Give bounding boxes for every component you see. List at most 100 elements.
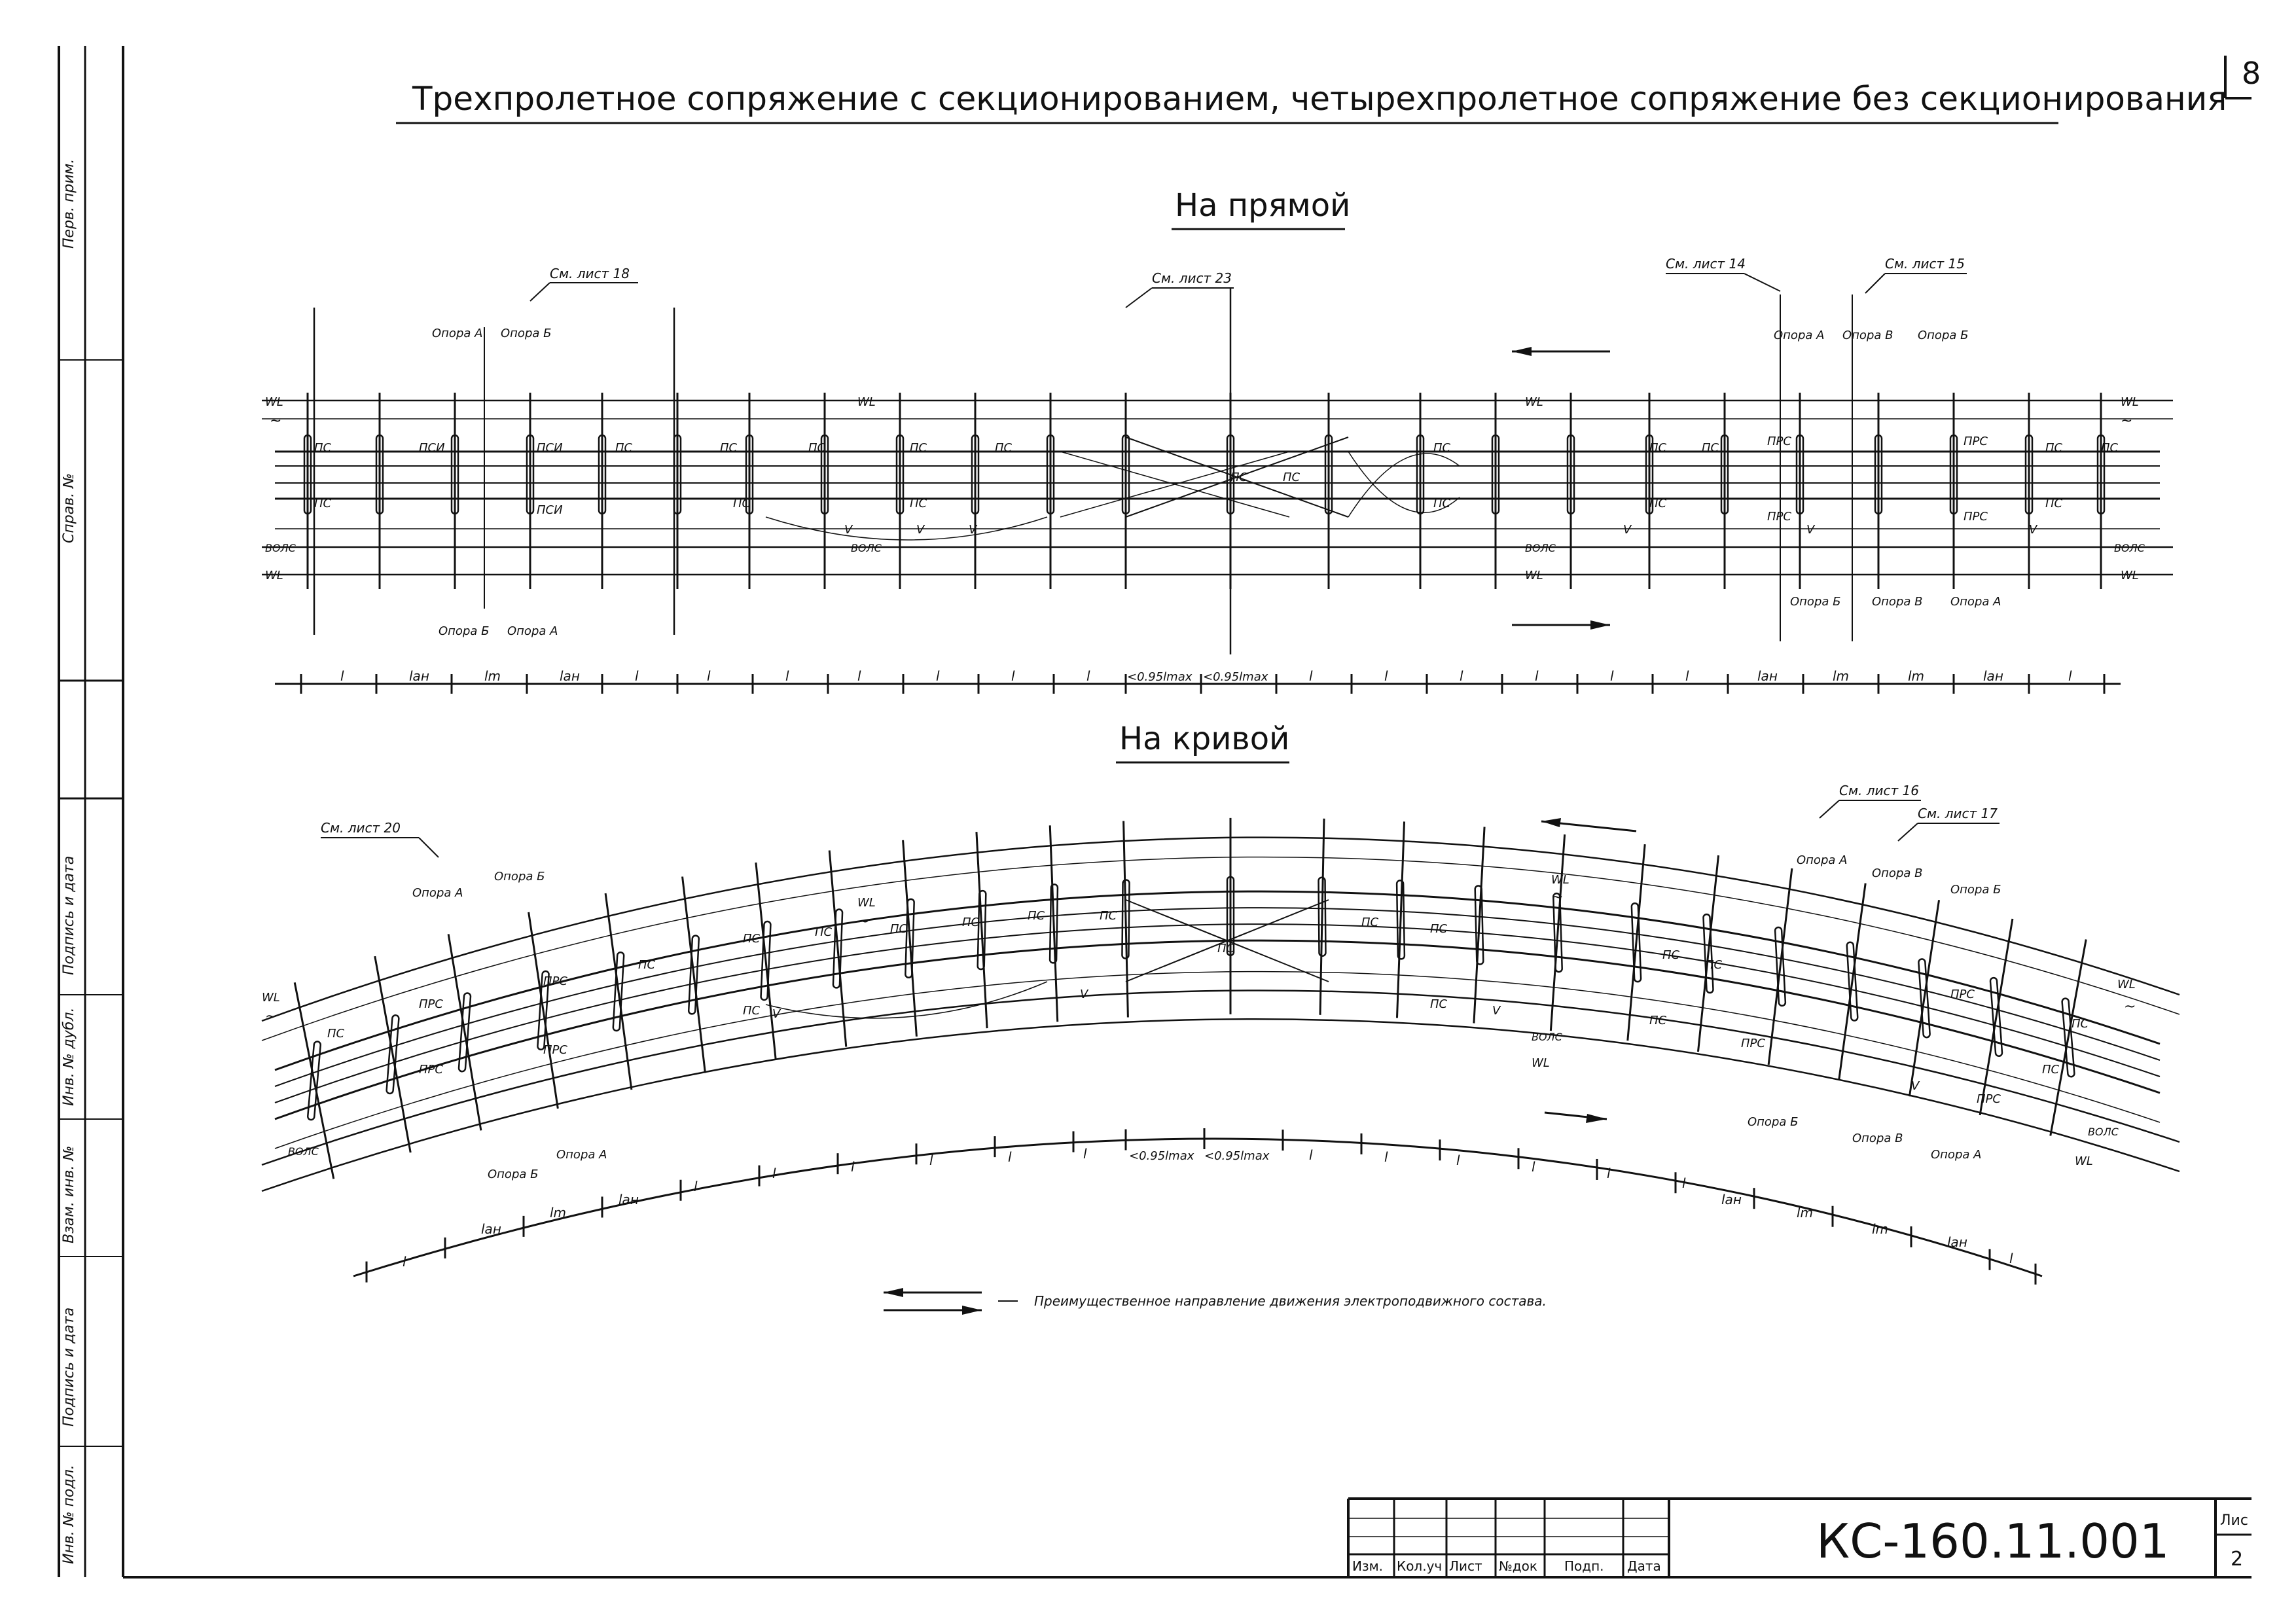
ps-label: ПС [1649,497,1667,510]
ps-label: ПС [327,1027,345,1041]
insulator [1474,885,1484,965]
ps-label: ПС [910,441,927,455]
prs-label: ПРС [543,1043,567,1057]
curve-ps-labels: ПС ПРС ПРС ПРС ПРС ПС ПС ПС ПС ПС ПС ПС … [327,909,2089,1106]
insulator [1395,880,1406,960]
insulator [386,1014,400,1095]
pole [293,982,335,1179]
dim-l: l [1532,1159,1535,1175]
pole [975,832,988,1029]
tb-ndok: №док [1499,1558,1537,1574]
pole [1979,918,2014,1116]
insulator [895,434,905,515]
straight-tilde-right: ~ [2121,413,2132,429]
insulator [1949,434,1958,515]
insulator [1874,434,1883,515]
insulator [1702,913,1714,994]
curve-wl-right: WL [2117,978,2136,991]
pole [1049,825,1059,1022]
dim-lm: lm [550,1205,566,1221]
curve-section: На кривой См. лист 20 См. лист 16 См. ли… [261,721,2180,1285]
insulator [977,889,987,971]
straight-wl-left-bottom: WL [265,569,283,582]
tb-list: Лист [1449,1558,1482,1574]
legend-text: Преимущественное направление движения эл… [1034,1293,1547,1309]
straight-heading: На прямой [1175,187,1350,224]
insulator [1121,434,1130,515]
ps-label: ПС [2072,1017,2089,1031]
prs-label: ПРС [1964,510,1988,524]
ps-label: ПС [1702,441,1719,455]
curve-vols-left: ВОЛС [288,1145,319,1158]
insulator [905,898,915,979]
curve-ref-20: См. лист 20 [321,820,401,836]
tb-podp: Подп. [1564,1558,1604,1574]
ps-label: ПС [1433,441,1451,455]
ps-label: ПС [2101,441,2119,455]
straight-ref-23: См. лист 23 [1152,270,1232,286]
pole [1838,883,1867,1080]
straight-wl-mid: WL [857,395,876,409]
insulator [1121,879,1130,959]
dim-l: l [1008,1149,1012,1165]
v-label: V [1623,523,1632,537]
dim-l: l [1384,668,1388,684]
insulator [303,434,312,515]
straight-arrow-left [1512,347,1610,356]
ps-label: ПС [743,932,761,946]
straight-vols-left: ВОЛС [265,542,296,554]
dim-l: l [785,668,789,684]
insulator [1049,883,1059,964]
curve-insulators [306,876,2075,1121]
curve-r-opora-b-top: Опора Б [1950,883,2001,897]
curve-r-opora-v-top: Опора В [1872,866,1922,880]
curve-opora-a-top: Опора А [412,886,463,900]
curve-arrow-left [1541,818,1637,832]
insulator [1846,941,1859,1022]
prs-label: ПРС [1767,510,1791,524]
legend: Преимущественное направление движения эл… [884,1288,1547,1315]
curve-vols-mid: ВОЛС [1532,1031,1563,1043]
ps-label: ПС [1230,471,1248,484]
dim-lm: lm [1833,668,1849,684]
ps-label: ПС [890,922,908,936]
insulator [687,935,700,1015]
straight-wl-right-bottom: WL [2121,569,2139,582]
insulator [1795,434,1804,515]
v-label: V [1911,1079,1920,1093]
v-label: V [1806,523,1816,537]
ps-label: ПС [615,441,633,455]
pole [447,934,482,1131]
pole [1122,821,1129,1018]
curve-arrow-right [1544,1111,1607,1123]
prs-label: ПРС [1977,1092,2001,1106]
dim-l: l [851,1159,855,1175]
curve-wl-mid-bottom: WL [1532,1056,1550,1070]
dim-lm: lm [1797,1205,1813,1221]
dim-l: l [340,668,344,684]
insulator [1318,876,1327,957]
insulator [1046,434,1055,515]
straight-ref-14: См. лист 14 [1666,256,1746,272]
dim-l: l [1685,668,1689,684]
curve-ref-16: См. лист 16 [1839,783,1919,798]
insulator [375,434,384,515]
curve-dimension-labels: l lан lm lан l l l l l l <0.95lmax <0.95… [403,1146,2013,1270]
straight-arrow-right [1512,620,1610,630]
insulator [612,951,625,1032]
pole [1319,818,1325,1015]
straight-r-opora-a-top: Опора А [1774,329,1824,342]
straight-insulators [303,434,2106,515]
curve-wl-left: WL [262,991,280,1005]
dim-lan: lан [560,668,580,684]
insulator [2061,997,2075,1078]
dim-l: l [1309,668,1313,684]
straight-section: На прямой См. лист 18 См. лист 23 См. ли… [262,187,2173,694]
insulator [1989,976,2003,1058]
insulator [450,434,459,515]
straight-tilde-left: ~ [270,413,281,429]
v-label: V [844,523,853,537]
curve-vols-right: ВОЛС [2088,1126,2119,1138]
v-label: V [969,523,978,537]
insulator [832,908,844,989]
